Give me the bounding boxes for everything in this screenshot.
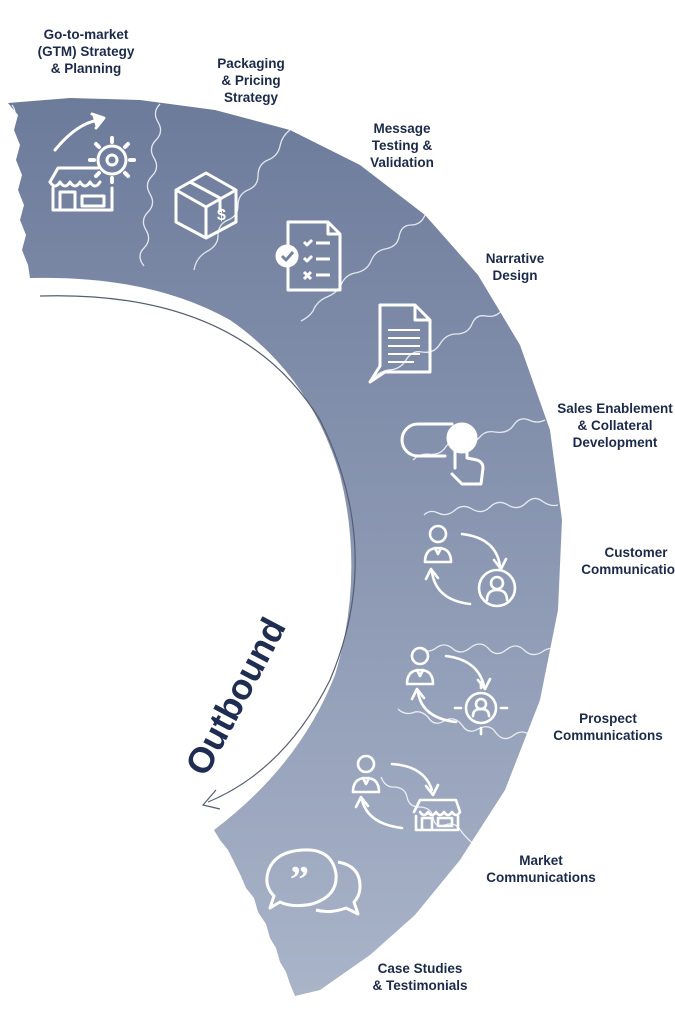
package-dollar-icon: $	[174, 171, 238, 240]
quote-bubbles-icon: ”	[265, 848, 362, 916]
stage-label-narrative: Narrative Design	[485, 251, 545, 283]
stage-label-message-testing: Message Testing & Validation	[370, 121, 434, 170]
checklist-document-icon	[275, 220, 342, 292]
stage-label-sales-enablement: Sales Enablement & Collateral Developmen…	[548, 400, 675, 451]
stage-label-gtm: Go-to-market (GTM) Strategy & Planning	[37, 27, 135, 76]
svg-text:”: ”	[290, 859, 309, 901]
stage-label-prospect: Prospect Communications	[553, 711, 663, 743]
stage-label-market: Market Communications	[486, 853, 596, 885]
toggle-click-icon	[400, 422, 485, 486]
person-cycle-customer-icon	[423, 524, 517, 608]
segment-dividers	[8, 103, 559, 846]
ring-arrowhead	[201, 789, 221, 810]
person-cycle-target-icon	[405, 646, 509, 736]
storefront-gear-icon	[48, 112, 136, 212]
person-cycle-market-icon	[351, 754, 462, 832]
customer-text: Customer Communications	[581, 545, 675, 577]
stage-label-customer: Customer Communications	[576, 544, 675, 578]
stage-label-packaging: Packaging & Pricing Strategy	[217, 56, 285, 105]
svg-text:$: $	[217, 207, 226, 224]
sales-enablement-text: Sales Enablement & Collateral Developmen…	[557, 401, 673, 450]
stage-label-case-studies: Case Studies & Testimonials	[372, 961, 468, 993]
inner-ring	[39, 295, 356, 803]
arc-band	[8, 98, 562, 996]
document-speech-icon	[368, 303, 432, 384]
